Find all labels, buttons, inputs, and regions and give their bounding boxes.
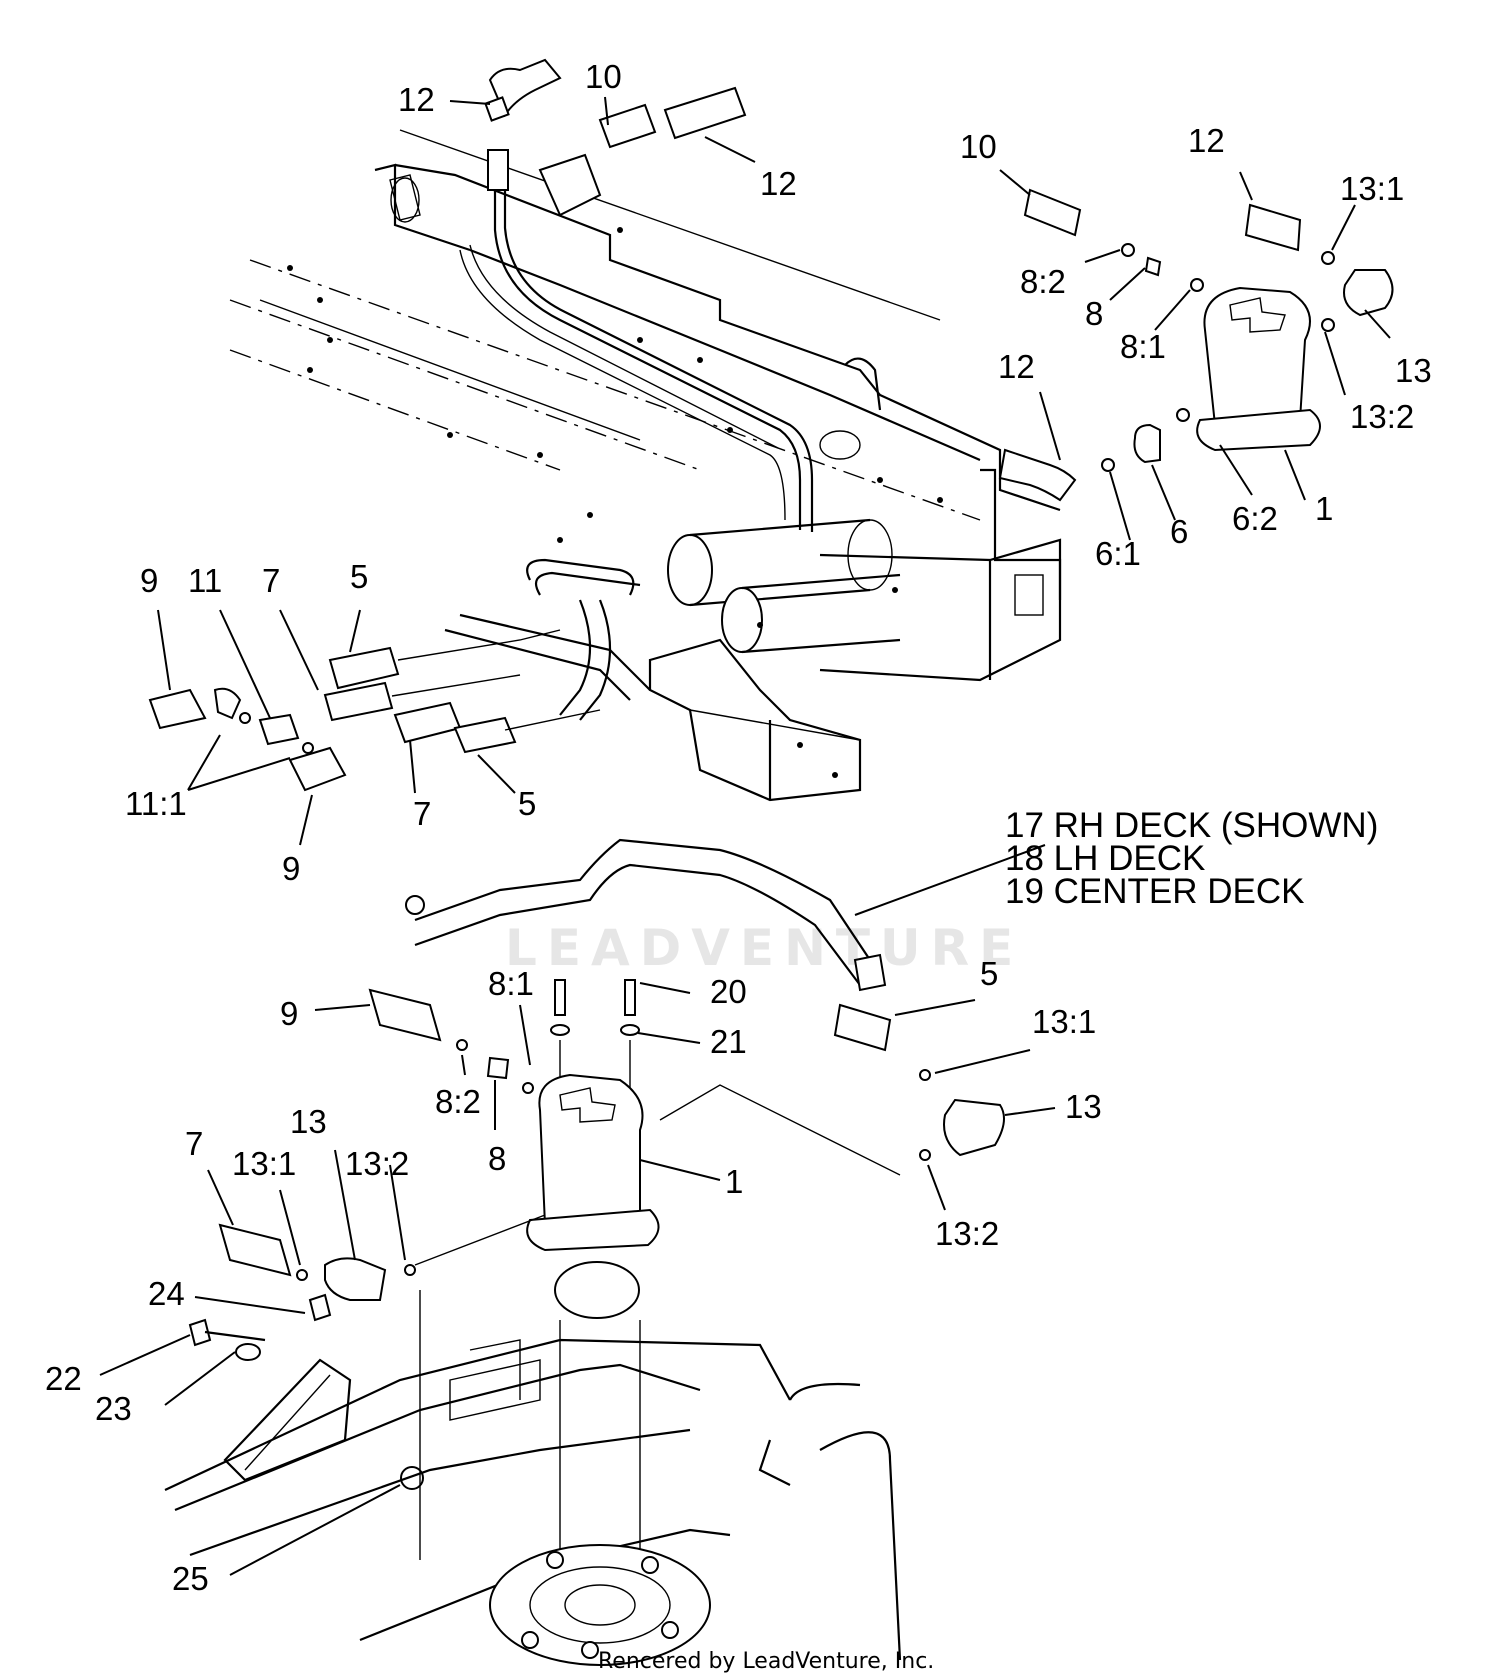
left-fittings — [148, 629, 601, 792]
callout-10: 10 — [585, 58, 622, 95]
callout-5: 5 — [350, 558, 368, 595]
callout-7: 7 — [185, 1125, 203, 1162]
callout-1: 1 — [1315, 490, 1333, 527]
callout-8: 8 — [1085, 295, 1103, 332]
callout-13-2: 13:2 — [345, 1145, 409, 1182]
callout-8-1: 8:1 — [1120, 328, 1166, 365]
deck-label-rh: 17 RH DECK (SHOWN) — [1005, 806, 1378, 845]
callout-13-1: 13:1 — [1032, 1003, 1096, 1040]
callout-12: 12 — [1188, 122, 1225, 159]
callout-13-2: 13:2 — [935, 1215, 999, 1252]
callout-13-2: 13:2 — [1350, 398, 1414, 435]
callout-12: 12 — [398, 81, 435, 118]
callout-22: 22 — [45, 1360, 82, 1397]
callout-10: 10 — [960, 128, 997, 165]
callout-8-1: 8:1 — [488, 965, 534, 1002]
callout-11: 11 — [188, 562, 222, 599]
leader-lines — [99, 96, 1391, 1576]
callout-7: 7 — [413, 795, 431, 832]
frame-holes — [287, 227, 943, 778]
callout-8-2: 8:2 — [1020, 263, 1066, 300]
callout-13-1: 13:1 — [232, 1145, 296, 1182]
deck-label-lh: 18 LH DECK — [1005, 839, 1205, 878]
callout-6: 6 — [1170, 513, 1188, 550]
upper-motor-group — [998, 188, 1394, 502]
callout-8-2: 8:2 — [435, 1083, 481, 1120]
callout-25: 25 — [172, 1560, 209, 1597]
callout-12: 12 — [760, 165, 797, 202]
callout-6-2: 6:2 — [1232, 500, 1278, 537]
callout-24: 24 — [148, 1275, 185, 1312]
callout-23: 23 — [95, 1390, 132, 1427]
callout-7: 7 — [262, 562, 280, 599]
callout-8: 8 — [488, 1140, 506, 1177]
callout-13: 13 — [1065, 1088, 1102, 1125]
callout-12: 12 — [998, 348, 1035, 385]
callout-20: 20 — [710, 973, 747, 1010]
callout-1: 1 — [725, 1163, 743, 1200]
callout-9: 9 — [280, 995, 298, 1032]
credit-text: Rencered by LeadVenture, Inc. — [598, 1649, 934, 1674]
callout-5: 5 — [518, 785, 536, 822]
callout-9: 9 — [140, 562, 158, 599]
callout-21: 21 — [710, 1023, 747, 1060]
callout-11-1: 11:1 — [125, 785, 187, 822]
deck-label-center: 19 CENTER DECK — [1005, 872, 1305, 911]
callout-13: 13 — [290, 1103, 327, 1140]
callout-9: 9 — [282, 850, 300, 887]
frame-assembly — [229, 129, 1062, 802]
callout-labels: 12 10 12 10 12 13:1 8:2 8 8:1 13 13:2 12… — [45, 58, 1432, 1597]
watermark-text: LEADVENTURE — [505, 919, 1023, 977]
callout-13: 13 — [1395, 352, 1432, 389]
callout-5: 5 — [980, 955, 998, 992]
callout-13-1: 13:1 — [1340, 170, 1404, 207]
callout-6-1: 6:1 — [1095, 535, 1141, 572]
top-fittings — [484, 58, 747, 217]
deck-legend: 17 RH DECK (SHOWN) 18 LH DECK 19 CENTER … — [1005, 806, 1378, 911]
deck-assembly — [164, 838, 1005, 1666]
